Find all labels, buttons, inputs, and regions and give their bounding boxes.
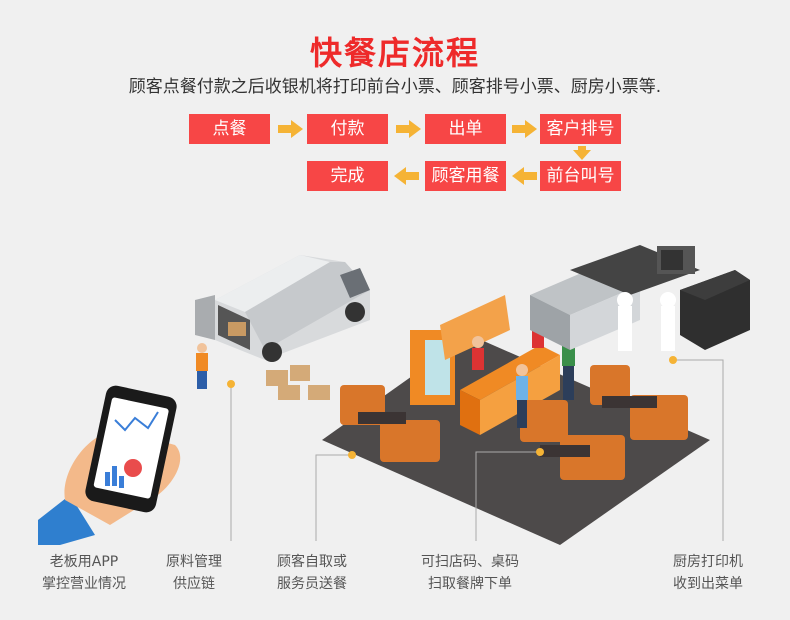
arrow-right-icon xyxy=(278,120,303,138)
callout-supply: 原料管理 供应链 xyxy=(166,554,222,592)
step-done: 完成 xyxy=(307,161,388,191)
step-queue: 客户排号 xyxy=(540,114,621,144)
arrow-left-icon xyxy=(512,167,537,185)
phone-in-hand xyxy=(38,385,181,545)
step-pay: 付款 xyxy=(307,114,388,144)
step-dine: 顾客用餐 xyxy=(425,161,506,191)
arrow-down-icon xyxy=(573,146,591,160)
counter xyxy=(460,345,560,400)
delivery-van xyxy=(195,255,370,362)
callout-dot xyxy=(348,451,356,459)
callout-scan-order: 可扫店码、桌码 扫取餐牌下单 xyxy=(421,554,519,592)
page-subtitle: 顾客点餐付款之后收银机将打印前台小票、顾客排号小票、厨房小票等. xyxy=(128,77,662,97)
callout-pickup: 顾客自取或 服务员送餐 xyxy=(277,554,347,592)
step-call-number: 前台叫号 xyxy=(540,161,621,191)
callout-dot xyxy=(536,448,544,456)
step-ticket: 出单 xyxy=(425,114,506,144)
arrow-right-icon xyxy=(512,120,537,138)
step-order: 点餐 xyxy=(189,114,270,144)
callout-kitchen-printer: 厨房打印机 收到出菜单 xyxy=(673,554,743,592)
page-title: 快餐店流程 xyxy=(309,34,480,72)
callout-dot xyxy=(669,356,677,364)
callout-dot xyxy=(227,380,235,388)
arrow-left-icon xyxy=(394,167,419,185)
callout-app: 老板用APP 掌控营业情况 xyxy=(42,554,126,592)
arrow-right-icon xyxy=(396,120,421,138)
